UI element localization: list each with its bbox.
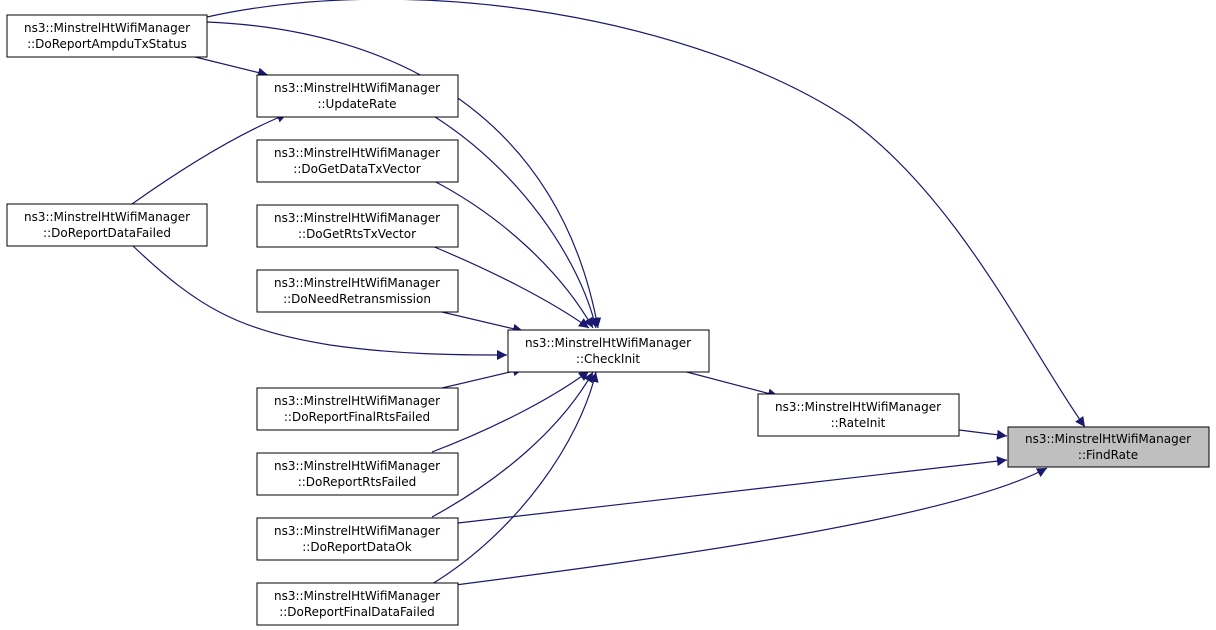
node-ampdu-line1: ns3::MinstrelHtWifiManager: [24, 21, 190, 35]
edge-checkinit-rateinit: [682, 370, 779, 399]
node-findrate-line1: ns3::MinstrelHtWifiManager: [1025, 432, 1191, 446]
node-rateinit-line2: ::RateInit: [831, 416, 886, 430]
node-needretx-line1: ns3::MinstrelHtWifiManager: [274, 276, 440, 290]
edge-ampdu-findrate: [206, 0, 1086, 428]
edge-getrts-checkinit: [431, 245, 590, 329]
node-finaldata-line2: ::DoReportFinalDataFailed: [279, 605, 435, 619]
node-do-report-rts-failed[interactable]: ns3::MinstrelHtWifiManager ::DoReportRts…: [256, 452, 459, 496]
edge-update-checkinit: [431, 114, 599, 329]
node-do-report-ampdu-tx-status[interactable]: ns3::MinstrelHtWifiManager ::DoReportAmp…: [6, 14, 208, 58]
edge-getdata-checkinit: [431, 179, 594, 329]
node-do-get-data-tx-vector[interactable]: ns3::MinstrelHtWifiManager ::DoGetDataTx…: [256, 139, 459, 183]
node-do-report-data-ok[interactable]: ns3::MinstrelHtWifiManager ::DoReportDat…: [256, 517, 459, 561]
node-checkinit-line2: ::CheckInit: [576, 352, 640, 366]
node-finaldata-line1: ns3::MinstrelHtWifiManager: [274, 589, 440, 603]
edge-dataok-checkinit: [431, 371, 594, 518]
node-do-report-data-failed[interactable]: ns3::MinstrelHtWifiManager ::DoReportDat…: [6, 203, 208, 247]
node-finalrts-line2: ::DoReportFinalRtsFailed: [284, 410, 430, 424]
edge-finaldata-checkinit: [431, 371, 599, 585]
edge-ampdu-update: [190, 55, 269, 78]
node-rtsfail-line1: ns3::MinstrelHtWifiManager: [274, 459, 440, 473]
node-getrts-line2: ::DoGetRtsTxVector: [298, 227, 416, 241]
node-getdata-line1: ns3::MinstrelHtWifiManager: [274, 146, 440, 160]
node-getdata-line2: ::DoGetDataTxVector: [293, 162, 420, 176]
node-do-report-final-data-failed[interactable]: ns3::MinstrelHtWifiManager ::DoReportFin…: [256, 582, 459, 626]
node-ampdu-line2: ::DoReportAmpduTxStatus: [27, 37, 187, 51]
edge-rtsfail-checkinit: [431, 370, 590, 453]
node-checkinit-line1: ns3::MinstrelHtWifiManager: [525, 336, 691, 350]
edge-rateinit-findrate: [958, 429, 1008, 440]
node-needretx-line2: ::DoNeedRetransmission: [283, 292, 431, 306]
edge-ampdu-checkinit: [206, 21, 602, 329]
node-find-rate[interactable]: ns3::MinstrelHtWifiManager ::FindRate: [1007, 426, 1210, 468]
node-finalrts-line1: ns3::MinstrelHtWifiManager: [274, 394, 440, 408]
node-do-get-rts-tx-vector[interactable]: ns3::MinstrelHtWifiManager ::DoGetRtsTxV…: [256, 204, 459, 248]
node-check-init[interactable]: ns3::MinstrelHtWifiManager ::CheckInit: [507, 329, 710, 373]
edge-datafail-update: [131, 113, 288, 205]
node-findrate-line2: ::FindRate: [1078, 448, 1138, 462]
node-update-line1: ns3::MinstrelHtWifiManager: [274, 81, 440, 95]
node-datafail-line1: ns3::MinstrelHtWifiManager: [24, 210, 190, 224]
node-update-line2: ::UpdateRate: [317, 97, 396, 111]
edge-finaldata-findrate: [431, 467, 1048, 589]
node-datafail-line2: ::DoReportDataFailed: [43, 226, 171, 240]
node-dataok-line2: ::DoReportDataOk: [302, 540, 412, 554]
node-update-rate[interactable]: ns3::MinstrelHtWifiManager ::UpdateRate: [256, 74, 459, 118]
node-getrts-line1: ns3::MinstrelHtWifiManager: [274, 211, 440, 225]
edge-dataok-findrate: [457, 456, 1008, 524]
node-dataok-line1: ns3::MinstrelHtWifiManager: [274, 524, 440, 538]
node-rtsfail-line2: ::DoReportRtsFailed: [298, 475, 417, 489]
edge-datafail-checkinit: [131, 244, 508, 360]
node-do-report-final-rts-failed[interactable]: ns3::MinstrelHtWifiManager ::DoReportFin…: [256, 387, 459, 431]
edge-needretx-checkinit: [441, 311, 524, 334]
node-do-need-retransmission[interactable]: ns3::MinstrelHtWifiManager ::DoNeedRetra…: [256, 269, 459, 313]
node-rateinit-line1: ns3::MinstrelHtWifiManager: [775, 400, 941, 414]
node-rate-init[interactable]: ns3::MinstrelHtWifiManager ::RateInit: [757, 393, 960, 437]
